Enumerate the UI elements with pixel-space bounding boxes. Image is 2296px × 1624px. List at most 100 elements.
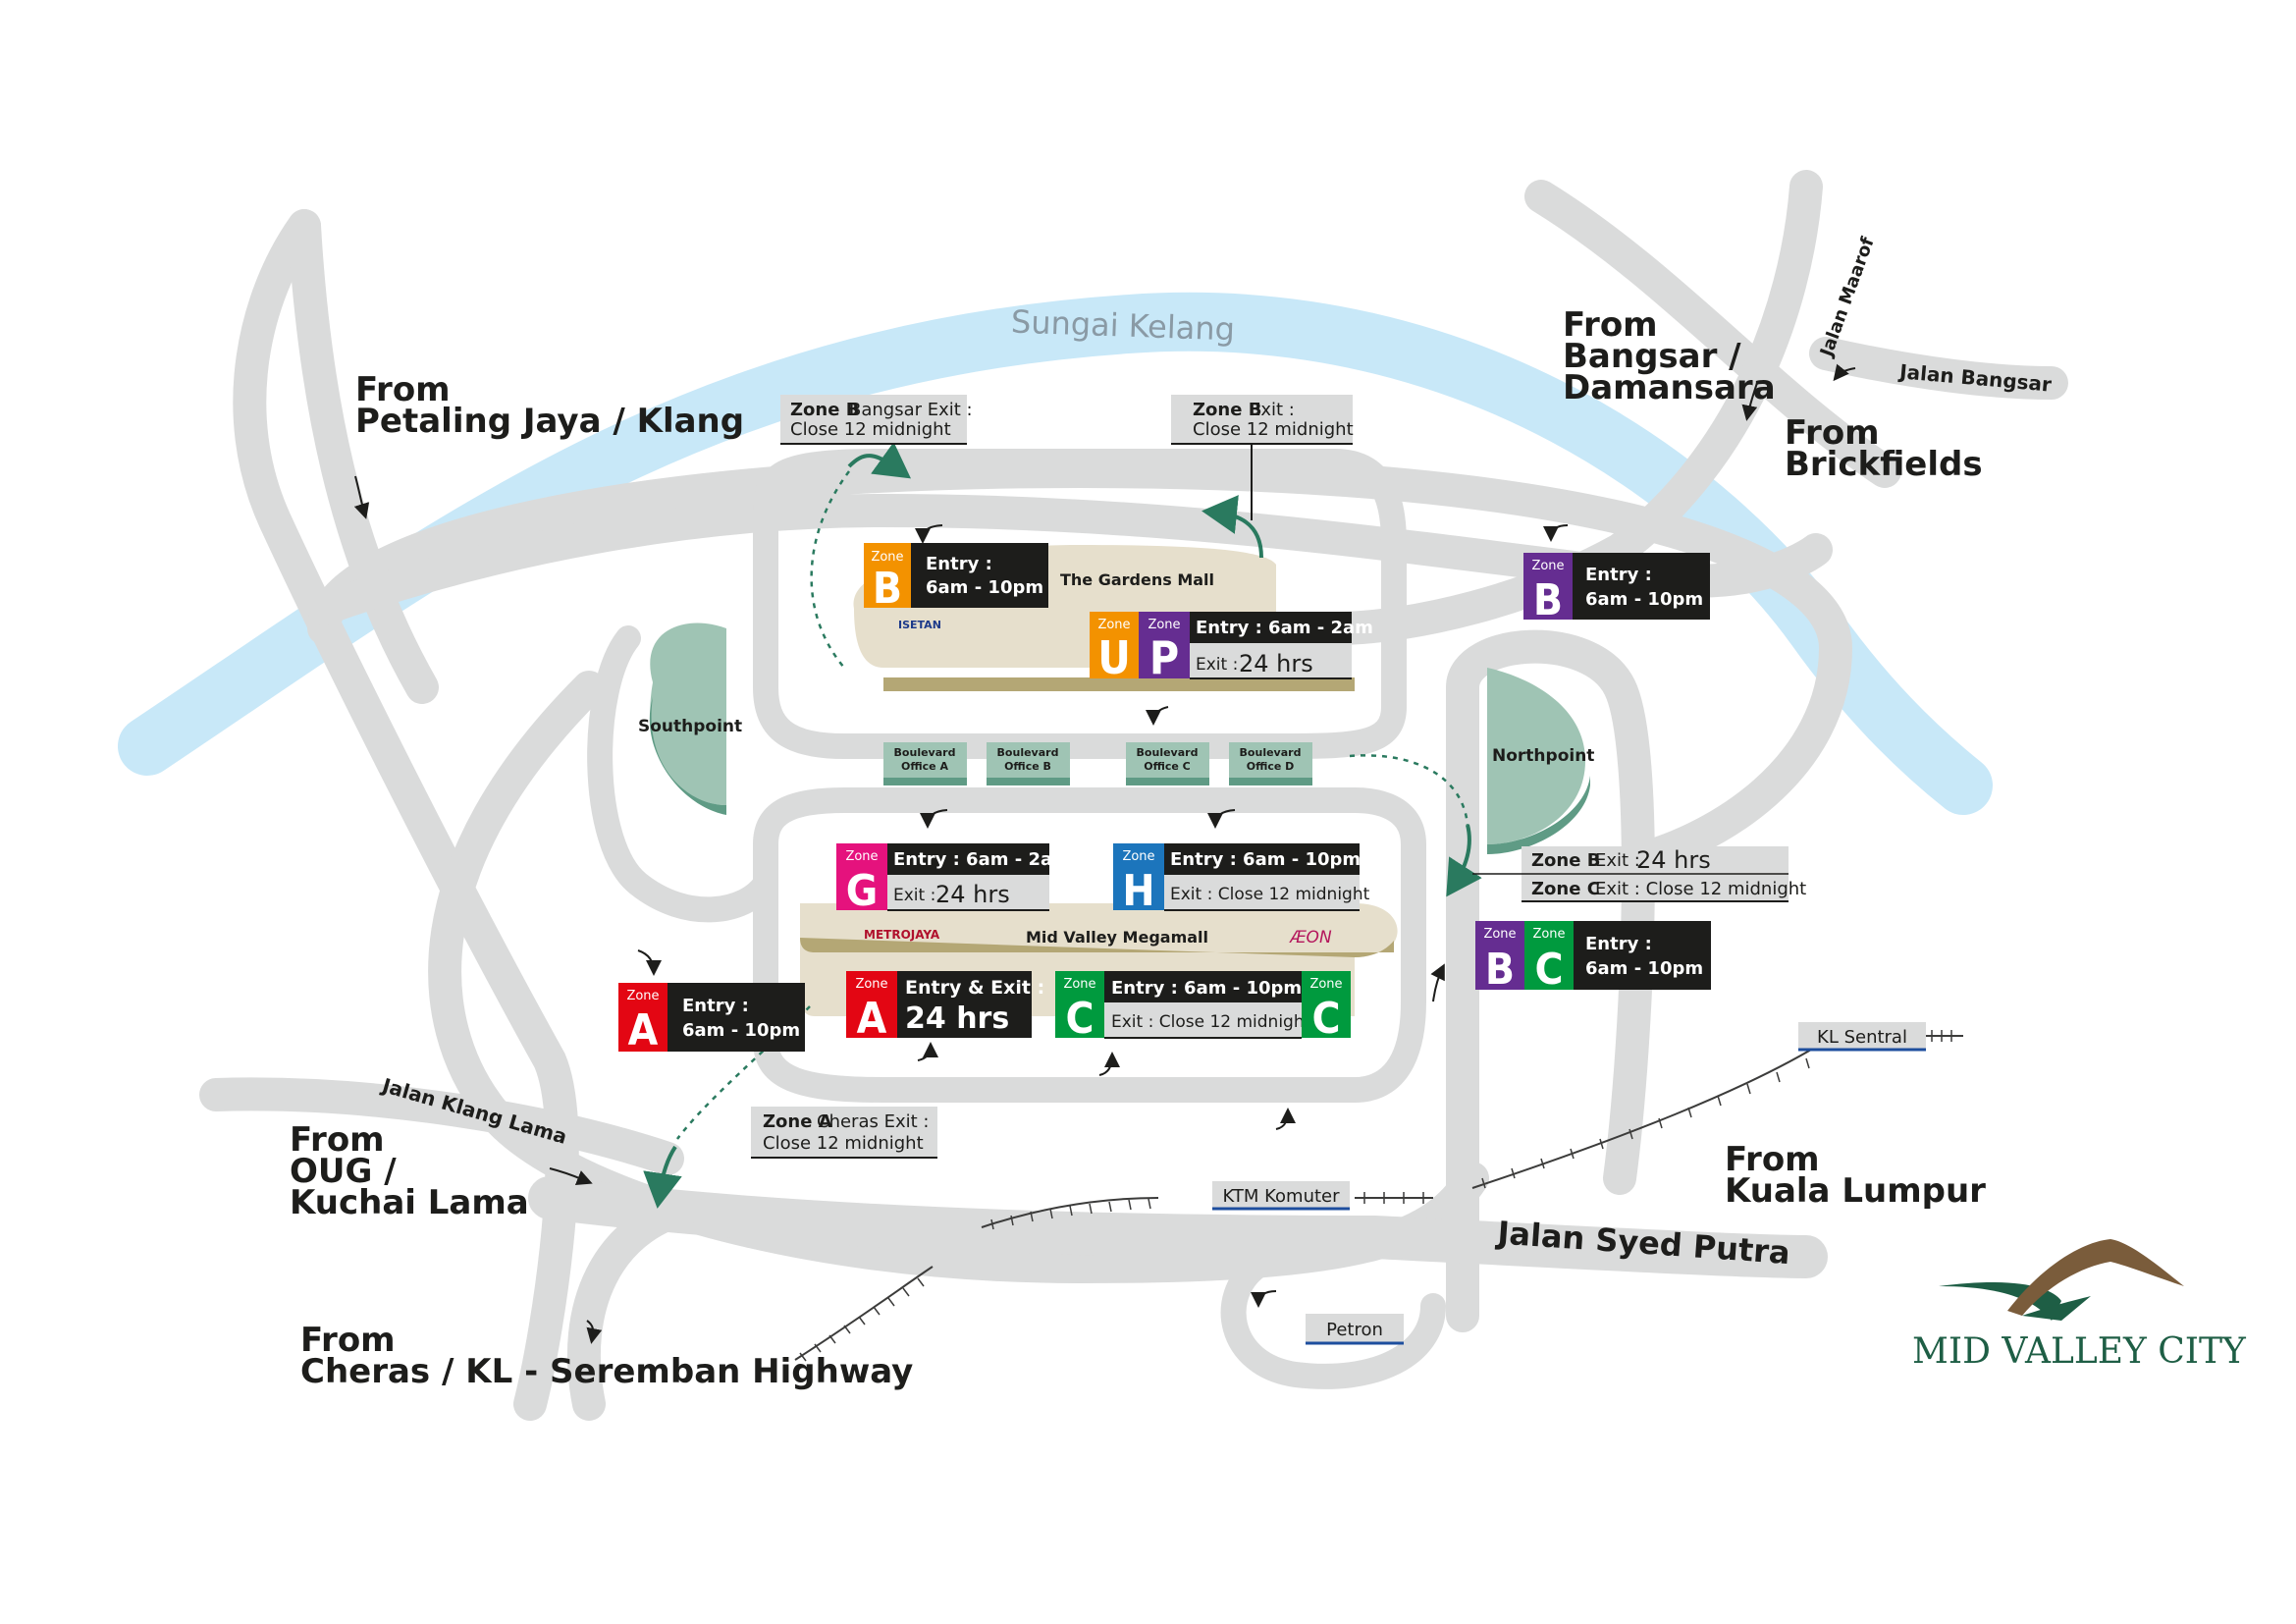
petron-label: Petron [1306,1314,1404,1345]
svg-text:Zone B: Zone B [790,400,859,420]
svg-text:From: From [300,1321,396,1360]
zone-c-mall-sign: Zone C Entry : 6am - 10pm Exit : Close 1… [1055,971,1351,1044]
svg-text:Exit :: Exit : [1595,850,1640,871]
boulevard-office-a: Boulevard Office A [883,742,967,785]
svg-text:Bangsar /: Bangsar / [1563,337,1741,376]
svg-text:Boulevard: Boulevard [1240,746,1302,759]
svg-text:From: From [1725,1140,1820,1179]
svg-text:Office A: Office A [901,760,948,773]
svg-text:A: A [857,994,887,1044]
rail-ties [799,1030,1952,1362]
svg-text:Zone: Zone [1063,977,1095,992]
svg-text:H: H [1122,866,1154,916]
svg-text:Zone: Zone [1483,927,1516,942]
svg-text:6am - 10pm: 6am - 10pm [1585,589,1703,610]
svg-text:U: U [1097,631,1131,684]
road-network [199,170,2068,1421]
svg-text:Zone: Zone [1122,849,1154,864]
svg-text:B: B [873,564,902,614]
svg-text:Damansara: Damansara [1563,368,1776,407]
note-cheras-exit: Zone A Cheras Exit : Close 12 midnight [751,1107,937,1159]
svg-text:Cheras Exit :: Cheras Exit : [817,1111,929,1132]
svg-text:B: B [1485,945,1515,995]
boulevard-office-d: Boulevard Office D [1229,742,1312,785]
svg-text:Office D: Office D [1247,760,1295,773]
svg-text:Zone A: Zone A [763,1111,832,1132]
from-brickfields-label: From Brickfields [1785,413,1983,484]
megamall-label: Mid Valley Megamall [1026,928,1208,947]
svg-text:Kuala Lumpur: Kuala Lumpur [1725,1171,1986,1211]
zone-h-sign: Zone H Entry : 6am - 10pm Exit : Close 1… [1113,843,1370,916]
svg-text:Petron: Petron [1326,1320,1383,1340]
svg-text:From: From [1785,413,1880,453]
aeon-logo: ÆON [1289,928,1332,947]
svg-text:C: C [1534,945,1563,995]
svg-text:Entry :: Entry : [682,996,749,1016]
svg-text:Office B: Office B [1004,760,1051,773]
zone-a-outer-sign: Zone A Entry : 6am - 10pm [618,983,805,1056]
svg-text:From: From [355,370,451,409]
boulevard-office-c: Boulevard Office C [1126,742,1209,785]
svg-text:G: G [846,866,878,916]
from-bangsar-label: From Bangsar / Damansara [1563,305,1776,407]
rail-lines [794,1035,1963,1361]
svg-text:KL Sentral: KL Sentral [1817,1027,1907,1048]
svg-text:Entry & Exit :: Entry & Exit : [905,977,1044,999]
svg-text:Zone: Zone [1309,977,1342,992]
svg-text:Entry : 6am - 2am: Entry : 6am - 2am [893,849,1071,870]
svg-text:MID VALLEY CITY: MID VALLEY CITY [1912,1331,2247,1372]
northpoint-label: Northpoint [1492,746,1594,766]
svg-text:C: C [1065,994,1094,1044]
mid-valley-city-logo: MID VALLEY CITY [1912,1239,2247,1372]
zone-a-mall-sign: Zone A Entry & Exit : 24 hrs [846,971,1044,1044]
note-zone-b-exit: Zone B Exit : Close 12 midnight [1171,395,1354,520]
svg-text:Close 12 midnight: Close 12 midnight [790,419,951,440]
zone-b-outer-sign: Zone B Entry : 6am - 10pm [1523,553,1710,625]
svg-text:Zone B: Zone B [1531,850,1600,871]
svg-text:Entry : 6am - 10pm: Entry : 6am - 10pm [1111,978,1302,999]
svg-text:Zone: Zone [855,977,887,992]
svg-text:Entry :: Entry : [1585,934,1652,954]
svg-text:Kuchai Lama: Kuchai Lama [290,1183,529,1222]
svg-text:Petaling Jaya / Klang: Petaling Jaya / Klang [355,402,744,441]
svg-text:Boulevard: Boulevard [997,746,1059,759]
zone-bc-sign: Zone B Zone C Entry : 6am - 10pm [1475,921,1711,995]
svg-text:C: C [1311,994,1340,1044]
svg-text:Zone B: Zone B [1193,400,1261,420]
northpoint-area [1487,668,1585,844]
from-oug-label: From OUG / Kuchai Lama [290,1120,529,1222]
svg-text:Zone: Zone [845,849,878,864]
svg-text:Exit :: Exit : [1196,655,1238,675]
svg-text:6am - 10pm: 6am - 10pm [682,1020,800,1041]
svg-text:Zone C: Zone C [1531,879,1600,899]
zone-g-sign: Zone G Entry : 6am - 2am Exit : 24 hrs [836,843,1071,916]
zone-b-gardens-sign: Zone B Entry : 6am - 10pm [864,543,1048,614]
southpoint-label: Southpoint [638,717,742,736]
gardens-mall-label: The Gardens Mall [1060,570,1214,589]
isetan-logo: ISETAN [898,619,941,631]
svg-text:6am - 10pm: 6am - 10pm [926,577,1043,598]
svg-text:Brickfields: Brickfields [1785,445,1983,484]
svg-text:OUG /: OUG / [290,1152,397,1191]
svg-text:Office C: Office C [1144,760,1191,773]
svg-text:Exit : Close 12 midnight: Exit : Close 12 midnight [1111,1012,1311,1032]
svg-text:Zone: Zone [1097,618,1130,632]
metrojaya-logo: METROJAYA [864,928,940,942]
svg-text:Zone: Zone [1532,927,1565,942]
svg-text:From: From [1563,305,1658,345]
ktm-komuter-label: KTM Komuter [1212,1181,1350,1211]
southpoint-area [650,623,726,805]
svg-text:Zone: Zone [1531,559,1564,573]
svg-text:From: From [290,1120,385,1160]
svg-text:Bangsar Exit :: Bangsar Exit : [849,400,973,420]
river-label: Sungai Kelang [1010,303,1235,349]
svg-text:Entry : 6am - 10pm: Entry : 6am - 10pm [1170,849,1361,870]
svg-text:KTM Komuter: KTM Komuter [1222,1186,1340,1207]
svg-text:Exit :: Exit : [893,886,935,905]
svg-text:24 hrs: 24 hrs [1239,650,1313,677]
svg-text:24 hrs: 24 hrs [1636,846,1711,874]
exit-flow-arrows [643,442,1482,1209]
svg-text:Close 12 midnight: Close 12 midnight [1193,419,1354,440]
svg-text:6am - 10pm: 6am - 10pm [1585,958,1703,979]
from-cheras-label: From Cheras / KL - Seremban Highway [300,1321,913,1391]
